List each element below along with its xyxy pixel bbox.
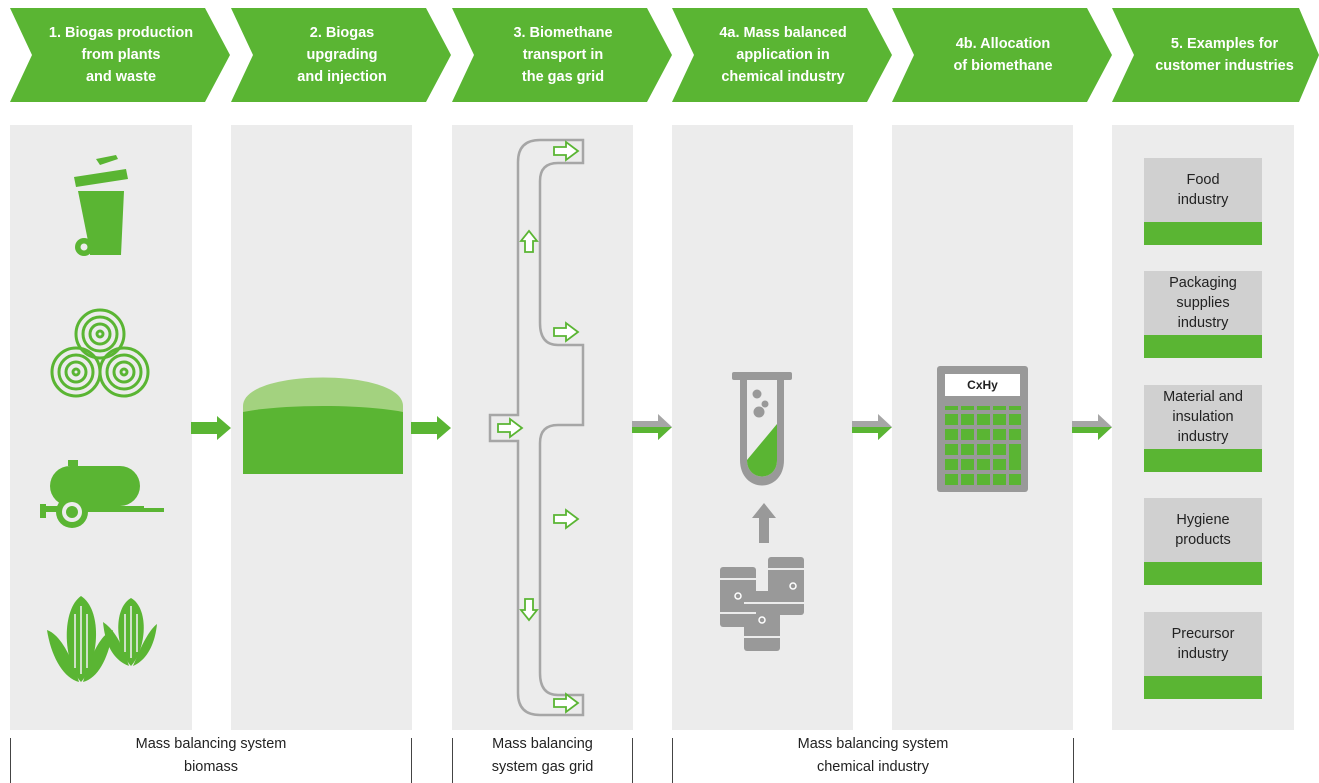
industry-label: Hygiene products [1144,498,1262,562]
industry-bar [1144,449,1262,472]
tank-trailer-icon [40,460,164,528]
system-label-chemical: Mass balancing system chemical industry [797,736,949,775]
flow-arrow-4 [852,414,892,440]
flow-arrow-1 [191,416,231,440]
industry-bar [1144,562,1262,585]
industry-bar [1144,335,1262,358]
corn-plant-icon [47,596,157,682]
industry-label: Food industry [1144,158,1262,222]
industry-bar [1144,676,1262,699]
waste-bin-icon [74,155,128,256]
industry-food: Food industry [1144,158,1262,246]
step-5-label: 5. Examples for customer industries [1155,36,1294,74]
calculator-display: CxHy [945,374,1020,396]
panel-gas-grid [452,125,633,730]
industry-precursor: Precursor industry [1144,612,1262,700]
step-2-label: 2. Biogas upgrading and injection [297,25,387,85]
bracket-biomass-left [10,738,11,783]
bracket-biomass-right [411,738,412,783]
flow-arrow-5 [1072,414,1112,440]
step-4a-label: 4a. Mass balanced application in chemica… [719,25,847,85]
flow-arrow-3 [632,414,672,440]
industry-material: Material and insulation industry [1144,385,1262,473]
oil-barrels-icon [720,557,804,651]
bracket-gas-grid-left [452,738,453,783]
flow-arrow-2 [411,416,451,440]
bracket-chemical-left [672,738,673,783]
industry-bar [1144,222,1262,245]
step-2-chevron: 2. Biogas upgrading and injection [231,8,451,102]
calculator-icon: CxHy [937,366,1028,492]
industry-label: Precursor industry [1144,612,1262,676]
gas-grid-pipeline-icon [488,138,585,717]
step-3-label: 3. Biomethane transport in the gas grid [513,25,613,85]
step-1-label: 1. Biogas production from plants and was… [48,25,194,85]
up-arrow-icon [752,503,776,543]
industry-packaging: Packaging supplies industry [1144,271,1262,359]
system-label-biomass: Mass balancing system biomass [135,736,287,775]
step-4b-label: 4b. Allocation of biomethane [953,36,1053,74]
bracket-gas-grid-right [632,738,633,783]
hay-bales-icon [50,308,150,398]
bracket-chemical-right [1073,738,1074,783]
step-3-chevron: 3. Biomethane transport in the gas grid [452,8,672,102]
step-4b-chevron: 4b. Allocation of biomethane [892,8,1112,102]
biogas-digester-icon [243,377,403,474]
test-tube-icon [732,372,792,486]
step-4a-chevron: 4a. Mass balanced application in chemica… [672,8,892,102]
industry-label: Packaging supplies industry [1144,271,1262,335]
step-5-chevron: 5. Examples for customer industries [1112,8,1319,102]
system-label-gas-grid: Mass balancing system gas grid [491,736,594,775]
industry-hygiene: Hygiene products [1144,498,1262,586]
industry-label: Material and insulation industry [1144,385,1262,449]
step-1-chevron: 1. Biogas production from plants and was… [10,8,230,102]
